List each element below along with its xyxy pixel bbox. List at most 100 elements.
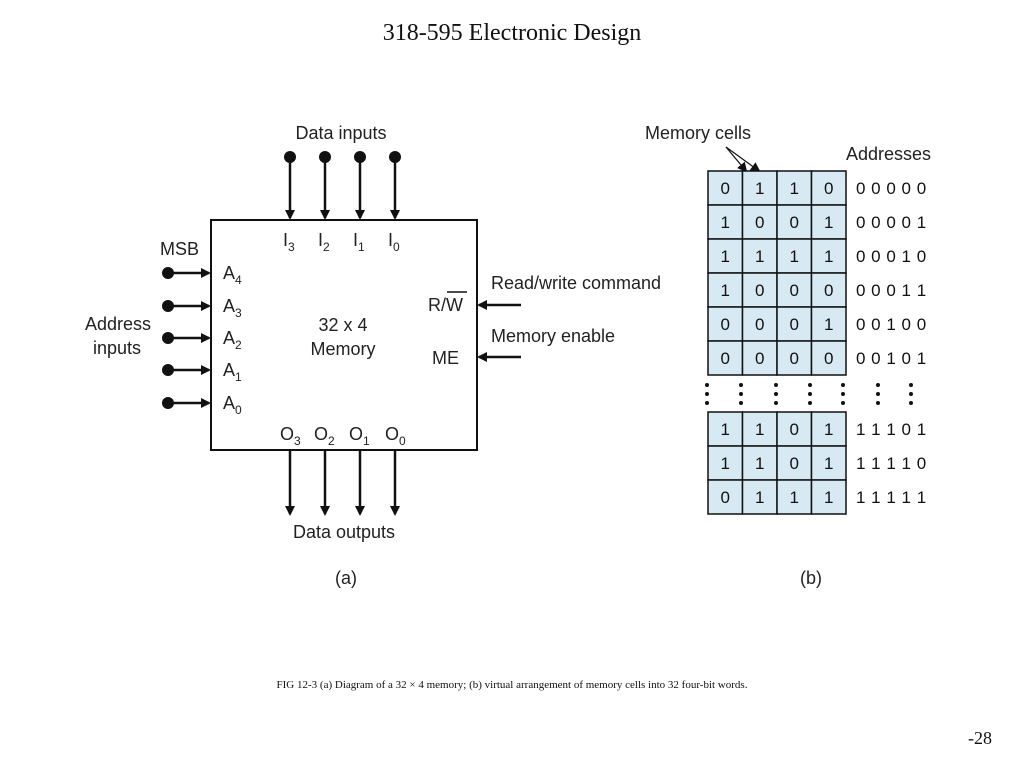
memory-cell-bit: 0 <box>790 213 799 232</box>
memory-cell-bit: 0 <box>755 349 764 368</box>
memory-cell-bit: 1 <box>721 247 730 266</box>
ellipsis-dot <box>774 401 778 405</box>
memory-cell <box>810 411 847 447</box>
row-address: 0 0 1 0 1 <box>856 349 927 368</box>
memory-cell-bit: 1 <box>721 213 730 232</box>
ellipsis-dot <box>774 392 778 396</box>
memory-cell-bit: 1 <box>755 247 764 266</box>
memory-cell <box>776 340 813 376</box>
data-output-lines <box>285 450 400 516</box>
panel-label-b: (b) <box>800 568 822 588</box>
memory-block-size: 32 x 4 <box>318 315 367 335</box>
figure-b: Memory cells Addresses 0 1 1 0 0 0 0 0 0 1 0 0 1… <box>645 123 931 588</box>
row-address: 0 0 0 1 1 <box>856 281 927 300</box>
memory-cell <box>776 170 813 206</box>
memory-cell <box>810 238 847 274</box>
memory-cell <box>707 170 744 206</box>
memory-cell-bit: 0 <box>721 179 730 198</box>
ellipsis-dot <box>808 392 812 396</box>
memory-cell <box>741 306 778 342</box>
pin-a3: A3 <box>223 296 242 320</box>
slide-title: 318-595 Electronic Design <box>382 20 642 46</box>
row-address: 1 1 1 1 0 <box>856 454 927 473</box>
pin-i0: I0 <box>388 230 400 254</box>
panel-label-a: (a) <box>335 568 357 588</box>
row-address: 1 1 1 1 1 <box>856 488 927 507</box>
memory-cell-bit: 0 <box>790 349 799 368</box>
pin-a1: A1 <box>223 360 242 384</box>
row-address: 0 0 0 0 1 <box>856 213 927 232</box>
me-label: Memory enable <box>491 326 615 346</box>
msb-label: MSB <box>160 239 199 259</box>
memory-cell <box>810 340 847 376</box>
memory-cell-bit: 1 <box>790 488 799 507</box>
memory-cell-bit: 1 <box>790 247 799 266</box>
memory-cell-bit: 0 <box>824 349 833 368</box>
memory-cell <box>707 340 744 376</box>
memory-cell-bit: 0 <box>755 213 764 232</box>
pin-o0: O0 <box>385 424 406 448</box>
memory-cell-bit: 1 <box>824 488 833 507</box>
data-input-lines <box>284 151 401 220</box>
ellipsis-dot <box>705 401 709 405</box>
memory-cell <box>776 306 813 342</box>
memory-cell-bit: 1 <box>721 454 730 473</box>
pin-i2: I2 <box>318 230 330 254</box>
data-outputs-label: Data outputs <box>293 522 395 542</box>
memory-cell-bit: 1 <box>824 315 833 334</box>
pin-o1: O1 <box>349 424 370 448</box>
memory-cell-bit: 0 <box>721 488 730 507</box>
addresses-label: Addresses <box>846 144 931 164</box>
ellipsis-dot <box>705 392 709 396</box>
row-ellipsis <box>705 383 913 405</box>
memory-cell-bit: 0 <box>790 281 799 300</box>
pin-a0: A0 <box>223 393 242 417</box>
memory-cell-bit: 1 <box>755 488 764 507</box>
memory-cell-bit: 0 <box>790 454 799 473</box>
ellipsis-dot <box>841 383 845 387</box>
ellipsis-dot <box>909 383 913 387</box>
address-label-line1: Address <box>85 314 151 334</box>
address-label-line2: inputs <box>93 338 141 358</box>
memory-cell <box>810 445 847 481</box>
ellipsis-dot <box>705 383 709 387</box>
ellipsis-dot <box>808 401 812 405</box>
memory-cell <box>776 479 813 515</box>
memory-cell-bit: 0 <box>824 179 833 198</box>
pin-i3: I3 <box>283 230 295 254</box>
ellipsis-dot <box>739 401 743 405</box>
memory-cell-bit: 1 <box>721 420 730 439</box>
ellipsis-dot <box>909 401 913 405</box>
memory-cell-bit: 1 <box>824 247 833 266</box>
memory-cells-pointer-1 <box>725 146 748 173</box>
memory-cell-bit: 0 <box>790 315 799 334</box>
memory-cell-bit: 1 <box>755 420 764 439</box>
ellipsis-dot <box>876 392 880 396</box>
ellipsis-dot <box>841 401 845 405</box>
pin-i1: I1 <box>353 230 365 254</box>
memory-block <box>210 219 478 451</box>
figure-a: Data inputs I3 I2 I1 I0 MSB Address inpu… <box>85 123 661 588</box>
memory-cell <box>776 411 813 447</box>
ellipsis-dot <box>841 392 845 396</box>
memory-cell <box>810 204 847 240</box>
memory-cell-bit: 0 <box>790 420 799 439</box>
memory-cell <box>707 479 744 515</box>
memory-cells-label: Memory cells <box>645 123 751 143</box>
memory-block-name: Memory <box>310 339 375 359</box>
memory-cell-bit: 0 <box>755 315 764 334</box>
ellipsis-dot <box>774 383 778 387</box>
address-input-lines <box>162 267 211 409</box>
memory-cell-bit: 0 <box>721 349 730 368</box>
pin-me: ME <box>432 348 459 368</box>
pin-a2: A2 <box>223 328 242 352</box>
ellipsis-dot <box>739 383 743 387</box>
row-address: 1 1 1 0 1 <box>856 420 927 439</box>
memory-cell-bit: 1 <box>721 281 730 300</box>
memory-cell-bit: 1 <box>755 179 764 198</box>
row-address: 0 0 1 0 0 <box>856 315 927 334</box>
memory-cell-bit: 1 <box>790 179 799 198</box>
